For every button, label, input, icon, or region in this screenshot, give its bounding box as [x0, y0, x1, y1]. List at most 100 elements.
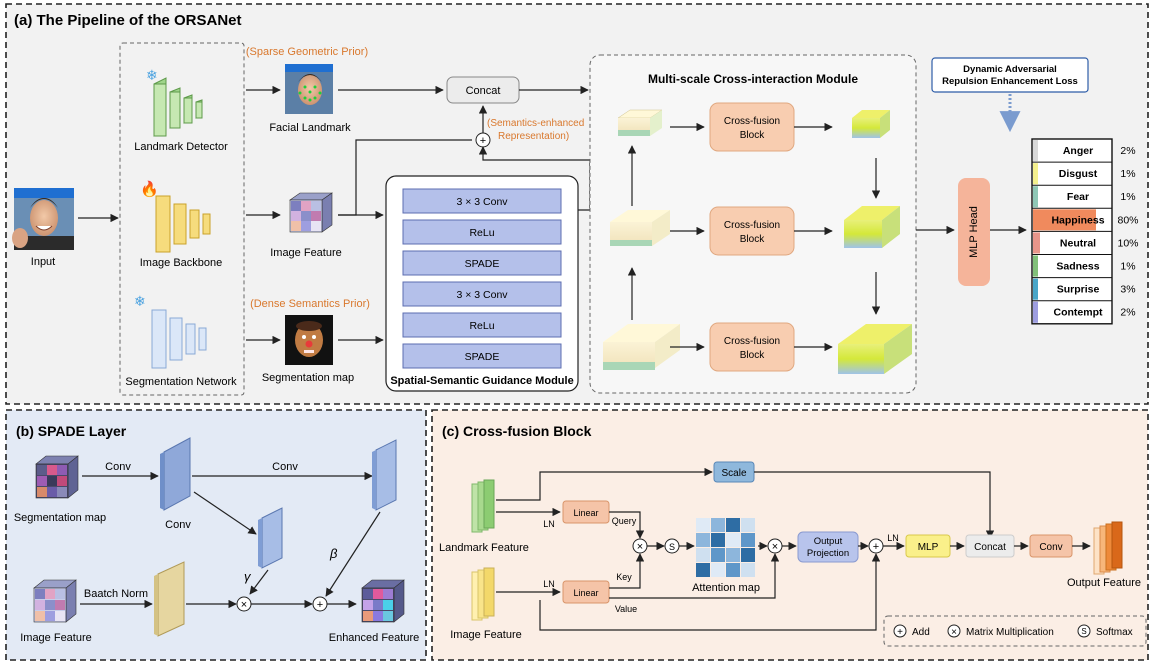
mcim-output-slab-small — [852, 110, 890, 138]
loss-label-1: Dynamic Adversarial — [963, 64, 1057, 75]
ssgm-title: Spatial-Semantic Guidance Module — [390, 375, 573, 387]
spade-conv-below-label: Conv — [165, 519, 191, 531]
semantics-enhanced-label-1: (Semantics-enhanced — [487, 118, 584, 129]
frozen-snowflake-icon-2: ❄ — [134, 293, 146, 309]
cross-fusion-label: Block — [740, 130, 765, 141]
emotion-name: Disgust — [1059, 168, 1098, 180]
cross-fusion-block — [709, 206, 795, 256]
mcim-input-slab-small — [617, 109, 663, 136]
segmentation-network-label: Segmentation Network — [125, 376, 237, 388]
image-feature-cube — [289, 192, 333, 233]
image-backbone-label: Image Backbone — [140, 257, 223, 269]
segmentation-network-icon: ❄ — [134, 293, 207, 369]
cross-fusion-label: Block — [740, 234, 765, 245]
ssgm-layer-box — [402, 312, 562, 338]
query-label: Query — [612, 516, 637, 526]
legend-matmul-icon — [947, 624, 961, 638]
legend-matmul-label: Matrix Multiplication — [966, 627, 1054, 638]
gamma-label: γ — [244, 569, 252, 584]
ssgm-layer-label: SPADE — [465, 351, 500, 363]
spade-multiply-symbol: × — [241, 599, 247, 611]
enhanced-feature-label: Enhanced Feature — [329, 632, 420, 644]
cross-fusion-label: Cross-fusion — [724, 220, 780, 231]
cross-fusion-label: Block — [740, 350, 765, 361]
key-label: Key — [616, 572, 632, 582]
landmark-feature-stack — [471, 479, 495, 533]
spade-enhanced-feature-cube — [361, 579, 405, 623]
legend-add-label: Add — [912, 627, 930, 638]
emotion-bar — [1033, 140, 1038, 162]
output-feature-label: Output Feature — [1067, 577, 1141, 589]
value-label: Value — [615, 604, 637, 614]
sparse-prior-label: (Sparse Geometric Prior) — [246, 46, 368, 58]
emotion-percent: 2% — [1120, 307, 1135, 319]
cf-image-feature-label: Image Feature — [450, 629, 522, 641]
attention-map-label: Attention map — [692, 582, 760, 594]
attention-cell — [711, 533, 725, 547]
cf-concat-label: Concat — [974, 542, 1006, 553]
attention-cell — [711, 518, 725, 532]
ssgm-layer-box — [402, 188, 562, 214]
emotion-name: Happiness — [1051, 214, 1104, 226]
linear-kv-label: Linear — [573, 588, 598, 598]
ssgm-layer-box — [402, 219, 562, 245]
legend-softmax-label: Softmax — [1096, 627, 1133, 638]
spade-conv-label-1: Conv — [105, 461, 131, 473]
mlp-head-block — [958, 178, 990, 286]
input-label: Input — [31, 256, 55, 268]
emotion-name: Anger — [1063, 145, 1093, 157]
emotion-percent: 1% — [1120, 168, 1135, 180]
facial-landmark-label: Facial Landmark — [269, 122, 351, 134]
attention-cell — [711, 563, 725, 577]
spade-beta-slab — [372, 439, 397, 511]
cross-fusion-blocks: Cross-fusionBlockCross-fusionBlockCross-… — [670, 102, 833, 372]
cf-add-symbol: + — [873, 541, 879, 553]
cf-softmax-symbol: S — [669, 542, 675, 552]
attention-cell — [726, 518, 740, 532]
emotion-bar — [1033, 301, 1038, 323]
image-feature-label: Image Feature — [270, 247, 342, 259]
ssgm-layer-box — [402, 343, 562, 369]
ssgm-layer-label: SPADE — [465, 258, 500, 270]
emotion-name: Fear — [1067, 191, 1089, 203]
attention-cell — [726, 533, 740, 547]
legend-softmax-icon — [1077, 624, 1091, 638]
output-projection-label-1: Output — [814, 536, 843, 547]
emotion-bar — [1033, 186, 1038, 208]
input-image — [12, 188, 74, 250]
panel-b: (b) SPADE Layer Segmentation map Conv Co… — [5, 409, 427, 661]
legend-matmul-symbol: × — [951, 627, 957, 638]
cf-legend-frame — [883, 615, 1147, 647]
cross-fusion-label: Cross-fusion — [724, 336, 780, 347]
emotion-percent: 80% — [1117, 214, 1138, 226]
attention-cell — [741, 518, 755, 532]
trainable-fire-icon: 🔥 — [140, 180, 159, 198]
semantics-enhanced-label-2: Representation) — [498, 131, 569, 142]
landmark-detector-icon: ❄ — [146, 67, 203, 137]
attention-cell — [741, 563, 755, 577]
ssgm-layer-box — [402, 281, 562, 307]
emotion-percent: 1% — [1120, 261, 1135, 273]
image-feature-stack — [471, 567, 495, 621]
segmentation-map-image — [285, 315, 333, 365]
ln-query-label: LN — [543, 519, 555, 529]
mcim-title: Multi-scale Cross-interaction Module — [648, 72, 858, 86]
spade-batchnorm-slab — [154, 561, 185, 637]
concat-label: Concat — [466, 85, 501, 97]
panel-a-title: (a) The Pipeline of the ORSANet — [14, 12, 242, 29]
cf-mlp-label: MLP — [918, 542, 939, 553]
panel-b-frame — [5, 409, 427, 661]
scale-label: Scale — [721, 468, 746, 479]
legend-add-icon — [893, 624, 907, 638]
cross-fusion-block — [709, 102, 795, 152]
mlp-head-label: MLP Head — [968, 206, 980, 258]
ssgm-layer-label: 3 × 3 Conv — [456, 196, 508, 208]
cf-conv-label: Conv — [1039, 542, 1062, 553]
cf-matmul-symbol-1: × — [637, 541, 643, 553]
spade-gamma-slab — [258, 507, 283, 569]
legend-add-symbol: + — [897, 627, 903, 638]
attention-cell — [696, 533, 710, 547]
attention-cell — [696, 563, 710, 577]
